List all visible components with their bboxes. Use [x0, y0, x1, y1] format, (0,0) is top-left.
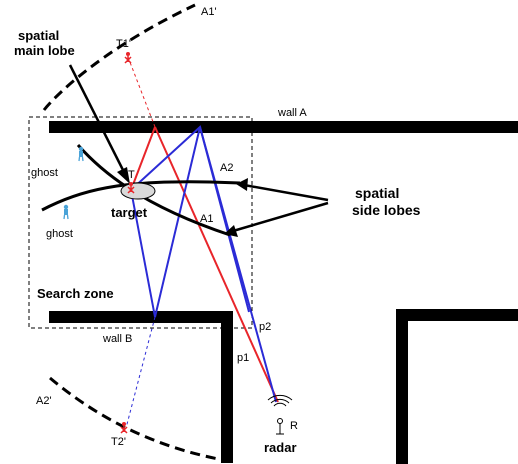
- wall-b-vertical: [221, 311, 233, 463]
- label-ghost-lower: ghost: [46, 228, 73, 240]
- mirror-target-t2-icon: [120, 422, 128, 434]
- multipath-blue-a: [130, 126, 277, 403]
- label-a1: A1: [200, 213, 213, 225]
- side-lobe-arrowhead-lower: [224, 225, 238, 237]
- label-target: target: [111, 205, 148, 220]
- direct-path-red-target: [130, 126, 156, 191]
- multipath-blue-b: [130, 125, 250, 313]
- wall-a: [49, 121, 518, 133]
- side-lobe-arrow-upper: [243, 183, 329, 202]
- mirror-path-t1: [127, 56, 156, 128]
- label-a2: A2: [220, 162, 233, 174]
- label-t2-prime: T2': [111, 436, 126, 448]
- label-main-lobe-2: main lobe: [14, 43, 75, 58]
- ghost-person-icon-upper: [78, 146, 84, 162]
- label-t1-prime: T1': [116, 38, 131, 50]
- label-side-lobes-1: spatial: [355, 185, 399, 201]
- label-main-lobe-1: spatial: [18, 28, 59, 43]
- label-ghost-upper: ghost: [31, 167, 58, 179]
- person-icon: [127, 182, 135, 194]
- arc-a1-prime: [42, 3, 196, 111]
- side-lobe-arrowhead-upper: [236, 178, 248, 191]
- label-p1: p1: [237, 352, 249, 364]
- label-wall-a: wall A: [277, 107, 307, 119]
- direct-path-red-down: [154, 126, 279, 403]
- wall-right-horizontal: [396, 309, 518, 321]
- mirror-target-t1-icon: [124, 52, 132, 64]
- wall-right-vertical: [396, 309, 408, 464]
- wall-b-horizontal: [49, 311, 233, 323]
- side-lobe-arrow-lower: [232, 201, 329, 233]
- label-a2-prime: A2': [36, 395, 52, 407]
- main-lobe-arrowhead: [117, 167, 130, 184]
- target-ellipse: [120, 182, 156, 200]
- main-lobe-arrow: [68, 64, 128, 177]
- arc-a2-prime: [49, 376, 236, 464]
- label-wall-b: wall B: [102, 333, 132, 345]
- label-radar-marker: R: [290, 420, 298, 432]
- mirror-path-t2: [125, 316, 156, 429]
- label-p2: p2: [259, 321, 271, 333]
- label-search-zone: Search zone: [37, 286, 114, 301]
- radar-antenna-icon: [267, 394, 293, 435]
- label-a1-prime: A1': [201, 6, 217, 18]
- label-side-lobes-2: side lobes: [352, 202, 421, 218]
- side-lobe-upper: [41, 180, 241, 212]
- label-radar: radar: [264, 440, 297, 455]
- label-target-marker: T: [128, 169, 135, 181]
- ghost-person-icon-lower: [63, 204, 69, 220]
